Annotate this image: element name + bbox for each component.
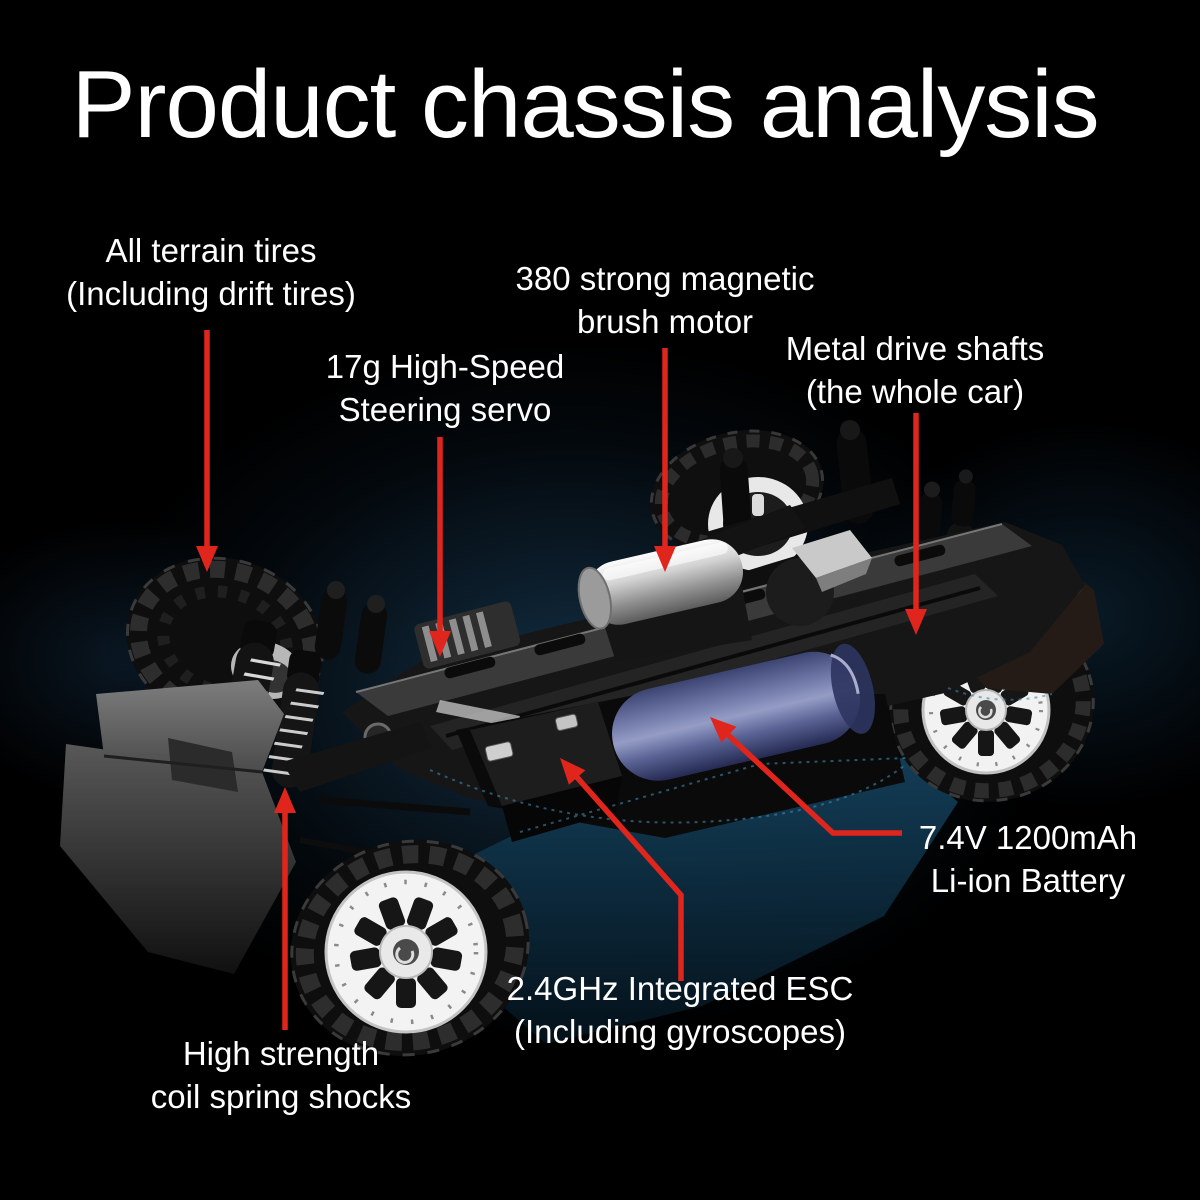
- callout-driveshafts-line1: Metal drive shafts: [785, 330, 1045, 367]
- motor-arrow: [654, 348, 676, 572]
- chassis-lower-rail: [430, 574, 998, 750]
- callout-shocks-line1: High strength: [182, 1035, 380, 1072]
- servo-arrow: [429, 437, 451, 657]
- callout-motor-line2: brush motor: [576, 303, 754, 341]
- callout-esc: 2.4GHz Integrated ESC (Including gyrosco…: [507, 967, 854, 1053]
- callout-motor: 380 strong magnetic brush motor: [515, 257, 814, 343]
- callout-battery-line2: Li-ion Battery: [930, 862, 1126, 900]
- tires-arrow: [196, 330, 218, 572]
- callout-servo: 17g High-Speed Steering servo: [326, 345, 565, 431]
- rear-left-wheel: [290, 839, 530, 1057]
- esc-arrow: [560, 758, 684, 981]
- callout-tires-line1: All terrain tires: [105, 232, 317, 269]
- motor-cylinder: [577, 539, 752, 662]
- callout-shocks: High strength coil spring shocks: [151, 1032, 411, 1118]
- callout-tires: All terrain tires (Including drift tires…: [66, 229, 356, 315]
- callout-motor-line1: 380 strong magnetic: [515, 260, 815, 297]
- callout-servo-line1: 17g High-Speed: [325, 348, 565, 385]
- rear-left-rim: [324, 870, 488, 1034]
- battery-arrow: [710, 717, 902, 836]
- page-title: Product chassis analysis: [71, 51, 1099, 158]
- callout-tires-line2: (Including drift tires): [66, 275, 356, 313]
- callout-arrows: [196, 330, 927, 1030]
- battery-cylinder: [612, 643, 875, 781]
- callout-esc-line1: 2.4GHz Integrated ESC: [506, 970, 854, 1007]
- drive-shaft-assembly: [766, 530, 872, 626]
- callout-driveshafts-line2: (the whole car): [805, 373, 1025, 411]
- shocks-arrow: [274, 787, 296, 1030]
- callout-shocks-line2: coil spring shocks: [150, 1078, 412, 1116]
- callout-esc-line2: (Including gyroscopes): [514, 1013, 846, 1051]
- driveshafts-arrow: [905, 413, 927, 635]
- callout-driveshafts: Metal drive shafts (the whole car): [786, 327, 1045, 413]
- callout-battery-line1: 7.4V 1200mAh: [918, 819, 1138, 856]
- callout-servo-line2: Steering servo: [338, 391, 552, 429]
- front-bumper: [60, 680, 296, 974]
- callout-battery: 7.4V 1200mAh Li-ion Battery: [919, 816, 1137, 902]
- front-shock-caps: [314, 581, 388, 674]
